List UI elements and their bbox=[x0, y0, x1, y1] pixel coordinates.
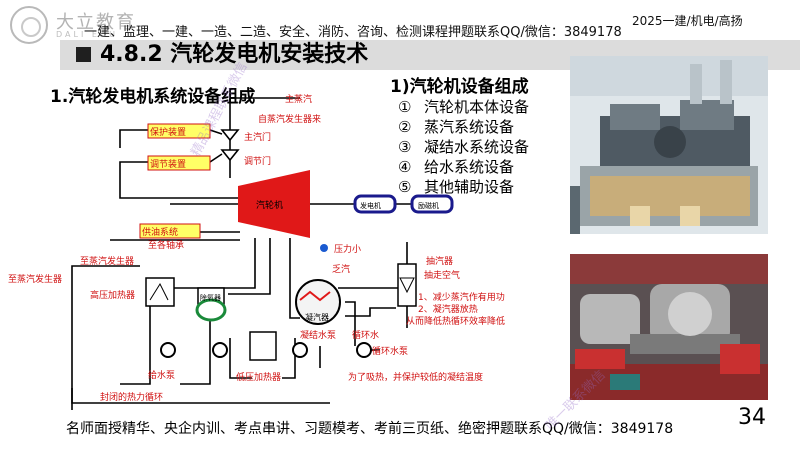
logo-text: 大立教育 bbox=[56, 12, 136, 33]
label-exciter: 励磁机 bbox=[418, 201, 439, 210]
label-note4: 为了吸热，并保护较低的凝结温度 bbox=[348, 371, 483, 383]
label-oil-system: 供油系统 bbox=[142, 226, 178, 238]
logo-icon bbox=[10, 6, 48, 44]
label-to-bearings: 至各轴承 bbox=[148, 239, 184, 251]
label-pressure: 压力小 bbox=[334, 243, 361, 255]
label-closed-cycle: 封闭的热力循环 bbox=[100, 391, 163, 403]
label-generator: 发电机 bbox=[360, 201, 381, 210]
label-circ-pump: 循环水泵 bbox=[372, 345, 408, 357]
footer-text: 名师面授精华、央企内训、考点串讲、习题模考、考前三页纸、绝密押题联系QQ/微信：… bbox=[66, 421, 674, 437]
slide-title: 4.8.2 汽轮发电机安装技术 bbox=[100, 42, 369, 67]
label-feed-pump: 给水泵 bbox=[148, 369, 175, 381]
label-main-steam: 主蒸汽 bbox=[285, 93, 312, 105]
label-deaerator: 除氧器 bbox=[200, 293, 221, 302]
header-courses: 一建、监理、一建、一造、二造、安全、消防、咨询、检测课程押题联系QQ/微信：38… bbox=[84, 25, 622, 40]
label-to-steam-gen: 至蒸汽发生器 bbox=[80, 255, 134, 267]
equipment-list-heading: 1)汽轮机设备组成 bbox=[390, 77, 529, 97]
label-protection: 保护装置 bbox=[150, 126, 186, 138]
label-extract-air: 抽走空气 bbox=[424, 269, 460, 281]
label-note2: 2、凝汽器放热 bbox=[418, 303, 478, 315]
label-hp-heater: 高压加热器 bbox=[90, 289, 135, 301]
label-exhaust: 乏汽 bbox=[332, 263, 350, 275]
thermal-cycle-diagram: 主蒸汽 自蒸汽发生器来 保护装置 主汽门 调节装置 调节门 供油系统 至各轴承 … bbox=[8, 93, 505, 410]
label-circ-water: 循环水 bbox=[352, 329, 379, 341]
label-main-valve: 主汽门 bbox=[244, 131, 271, 143]
turbine-assembly-photo bbox=[570, 254, 768, 400]
label-turbine: 汽轮机 bbox=[256, 199, 283, 211]
label-note3: 从而降低热循环效率降低 bbox=[406, 315, 505, 327]
label-regulation: 调节装置 bbox=[150, 158, 186, 170]
label-from-boiler: 自蒸汽发生器来 bbox=[258, 113, 321, 125]
logo-subtext: DALI EDU bbox=[56, 30, 118, 39]
label-control-valve: 调节门 bbox=[244, 155, 271, 167]
turbine-hall-photo bbox=[570, 56, 768, 234]
label-to-steam-gen-side: 至蒸汽发生器 bbox=[8, 273, 62, 285]
page-number: 34 bbox=[738, 405, 766, 430]
header-right: 2025一建/机电/高扬 bbox=[632, 14, 743, 28]
label-condensate-pump: 凝结水泵 bbox=[300, 329, 336, 341]
label-lp-heater: 低压加热器 bbox=[236, 371, 281, 383]
label-ejector: 抽汽器 bbox=[426, 255, 453, 267]
section-subtitle: 1.汽轮发电机系统设备组成 bbox=[50, 87, 256, 107]
label-condenser: 凝汽器 bbox=[305, 312, 329, 322]
title-bullet bbox=[76, 47, 91, 62]
label-note1: 1、减少蒸汽作有用功 bbox=[418, 291, 505, 303]
